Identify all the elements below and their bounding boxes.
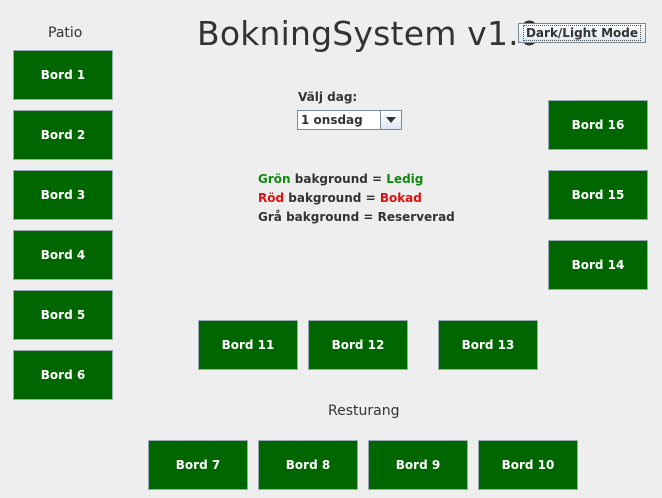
table-button-1[interactable]: Bord 1	[13, 50, 113, 100]
patio-label: Patio	[48, 25, 83, 41]
table-button-3[interactable]: Bord 3	[13, 170, 113, 220]
table-button-16[interactable]: Bord 16	[548, 100, 648, 150]
table-button-15[interactable]: Bord 15	[548, 170, 648, 220]
table-button-12[interactable]: Bord 12	[308, 320, 408, 370]
app-title: BokningSystem v1.0	[197, 14, 541, 53]
dark-light-mode-button[interactable]: Dark/Light Mode	[518, 23, 646, 43]
restaurant-label: Resturang	[328, 403, 400, 419]
table-button-11[interactable]: Bord 11	[198, 320, 298, 370]
day-select[interactable]: 1 onsdag	[297, 110, 402, 130]
table-button-13[interactable]: Bord 13	[438, 320, 538, 370]
table-button-5[interactable]: Bord 5	[13, 290, 113, 340]
day-select-label: Välj dag:	[298, 90, 358, 104]
table-button-2[interactable]: Bord 2	[13, 110, 113, 160]
table-button-7[interactable]: Bord 7	[148, 440, 248, 490]
table-button-10[interactable]: Bord 10	[478, 440, 578, 490]
legend-reserved: Grå bakground = Reserverad	[258, 210, 455, 224]
table-button-4[interactable]: Bord 4	[13, 230, 113, 280]
mode-button-label: Dark/Light Mode	[522, 25, 642, 41]
legend-free: Grön bakground = Ledig	[258, 172, 424, 186]
table-button-9[interactable]: Bord 9	[368, 440, 468, 490]
day-select-value: 1 onsdag	[301, 113, 363, 127]
table-button-6[interactable]: Bord 6	[13, 350, 113, 400]
table-button-8[interactable]: Bord 8	[258, 440, 358, 490]
legend-booked: Röd bakground = Bokad	[258, 191, 422, 205]
table-button-14[interactable]: Bord 14	[548, 240, 648, 290]
chevron-down-icon[interactable]	[380, 111, 401, 129]
